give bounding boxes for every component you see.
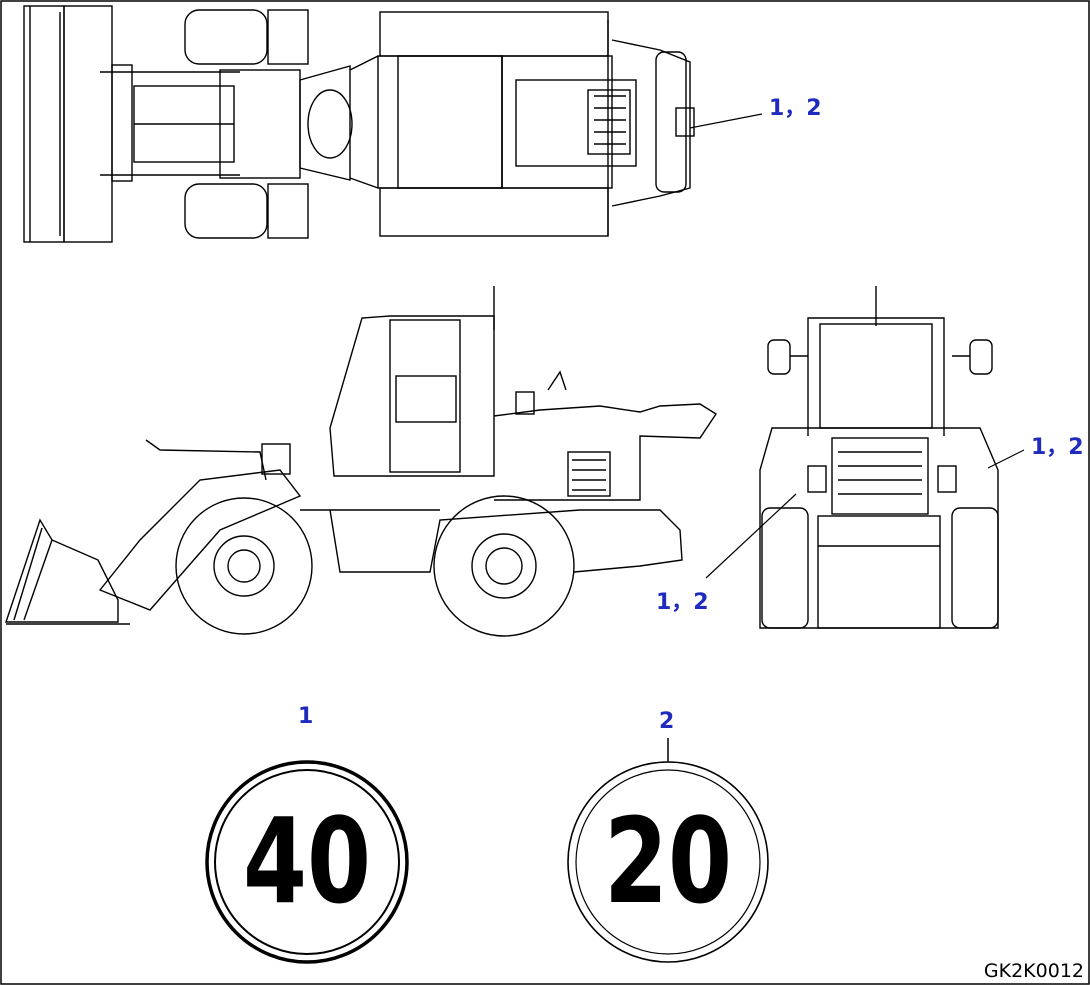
speed-sign-20 [567, 738, 769, 963]
leader-line-rear-bottom [705, 493, 797, 579]
callout-label-rear-bottom: 1，2 [656, 590, 709, 615]
item-number-2: 2 [659, 709, 675, 734]
callout-label-rear-right: 1，2 [1031, 435, 1084, 460]
sign-value-40: 40 [242, 792, 372, 930]
drawing-code: GK2K0012 [983, 960, 1084, 982]
rear-view-drawing [759, 286, 999, 629]
speed-sign-40 [205, 760, 409, 964]
item-number-1: 1 [298, 704, 314, 729]
leader-line-rear-right [987, 449, 1025, 469]
leader-line-top [689, 113, 763, 129]
top-view-drawing [23, 5, 695, 243]
sign-value-20: 20 [603, 792, 733, 930]
side-view-drawing [5, 286, 717, 637]
callout-label-top: 1，2 [769, 96, 822, 121]
